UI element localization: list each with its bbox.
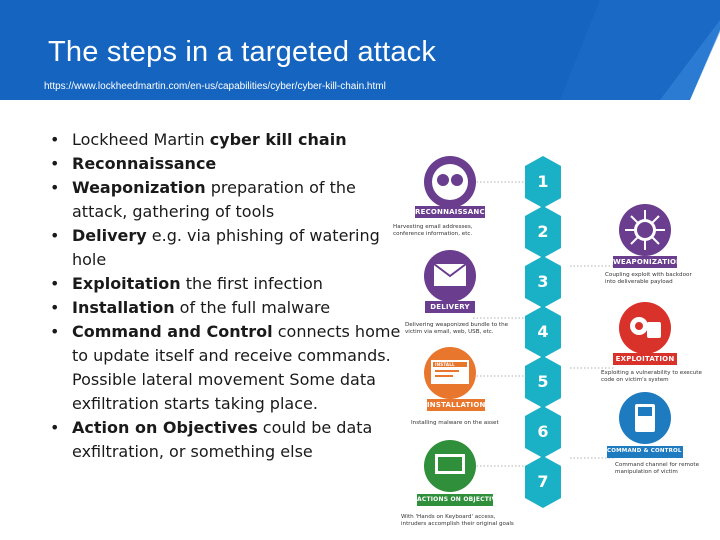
label-delivery: DELIVERY bbox=[430, 303, 470, 311]
bullet-bold: Installation bbox=[72, 298, 175, 317]
bullet-item: Weaponization preparation of the attack,… bbox=[46, 176, 401, 224]
bullet-text: the first infection bbox=[180, 274, 323, 293]
bullet-bold: Command and Control bbox=[72, 322, 273, 341]
bullet-bold: Exploitation bbox=[72, 274, 181, 293]
bullet-item: Lockheed Martin cyber kill chain bbox=[46, 128, 401, 152]
bullet-bold: Action on Objectives bbox=[72, 418, 258, 437]
source-url: https://www.lockheedmartin.com/en-us/cap… bbox=[44, 81, 386, 92]
bullet-item: Installation of the full malware bbox=[46, 296, 401, 320]
step-number: 1 bbox=[537, 172, 549, 191]
step-number: 5 bbox=[537, 372, 549, 391]
bullet-prefix: Lockheed Martin bbox=[72, 130, 210, 149]
label-reconnaissance: RECONNAISSANCE bbox=[415, 208, 490, 216]
title-banner: The steps in a targeted attack https://w… bbox=[0, 0, 720, 100]
step-number: 4 bbox=[537, 322, 549, 341]
step-hexagons bbox=[525, 156, 561, 508]
bullet-item: Delivery e.g. via phishing of watering h… bbox=[46, 224, 401, 272]
desc-installation: Installing malware on the asset bbox=[411, 420, 499, 426]
bullet-text: preparation of the attack, gathering of … bbox=[72, 178, 356, 221]
step-number: 2 bbox=[537, 222, 549, 241]
bullet-bold: Weaponization bbox=[72, 178, 206, 197]
desc-exploitation: Exploiting a vulnerability to execute co… bbox=[601, 370, 702, 383]
label-command-control: COMMAND & CONTROL (C2) bbox=[607, 448, 698, 454]
bullet-bold: cyber kill chain bbox=[209, 130, 347, 149]
bullet-text: e.g. via phishing of watering hole bbox=[72, 226, 380, 269]
bullet-item: Action on Objectives could be data exfil… bbox=[46, 416, 401, 464]
bullet-bold: Delivery bbox=[72, 226, 147, 245]
desc-actions: With 'Hands on Keyboard' access, intrude… bbox=[401, 514, 514, 527]
kill-chain-infographic: 1 2 3 4 5 6 7 RECONNAISSANCE DELIVERY IN… bbox=[393, 148, 720, 540]
desc-command-control: Command channel for remote manipulation … bbox=[615, 462, 700, 475]
kill-chain-graphic bbox=[415, 156, 683, 508]
bullet-list: Lockheed Martin cyber kill chain Reconna… bbox=[46, 128, 401, 469]
banner-background bbox=[0, 0, 720, 100]
bullet-text: could be data exfiltration, or something… bbox=[72, 418, 373, 461]
label-actions: ACTIONS ON OBJECTIVES bbox=[417, 496, 506, 503]
label-exploitation: EXPLOITATION bbox=[615, 355, 675, 363]
bullet-item: Reconnaissance bbox=[46, 152, 401, 176]
step-number: 6 bbox=[537, 422, 549, 441]
slide-title: The steps in a targeted attack bbox=[48, 36, 437, 68]
label-installation: INSTALLATION bbox=[427, 401, 486, 409]
bullet-text: connects home to update itself and recei… bbox=[72, 322, 401, 413]
bullet-bold: Reconnaissance bbox=[72, 154, 217, 173]
label-weaponization: WEAPONIZATION bbox=[613, 258, 683, 266]
bullet-item: Exploitation the first infection bbox=[46, 272, 401, 296]
label-install-panel: INSTALL bbox=[435, 362, 455, 367]
bullet-text: of the full malware bbox=[174, 298, 331, 317]
step-number: 3 bbox=[537, 272, 549, 291]
desc-weaponization: Coupling exploit with backdoor into deli… bbox=[605, 272, 692, 285]
bullet-item: Command and Control connects home to upd… bbox=[46, 320, 401, 416]
step-number: 7 bbox=[537, 472, 549, 491]
desc-reconnaissance: Harvesting email addresses, conference i… bbox=[393, 224, 473, 237]
desc-delivery: Delivering weaponized bundle to the vict… bbox=[405, 322, 509, 335]
